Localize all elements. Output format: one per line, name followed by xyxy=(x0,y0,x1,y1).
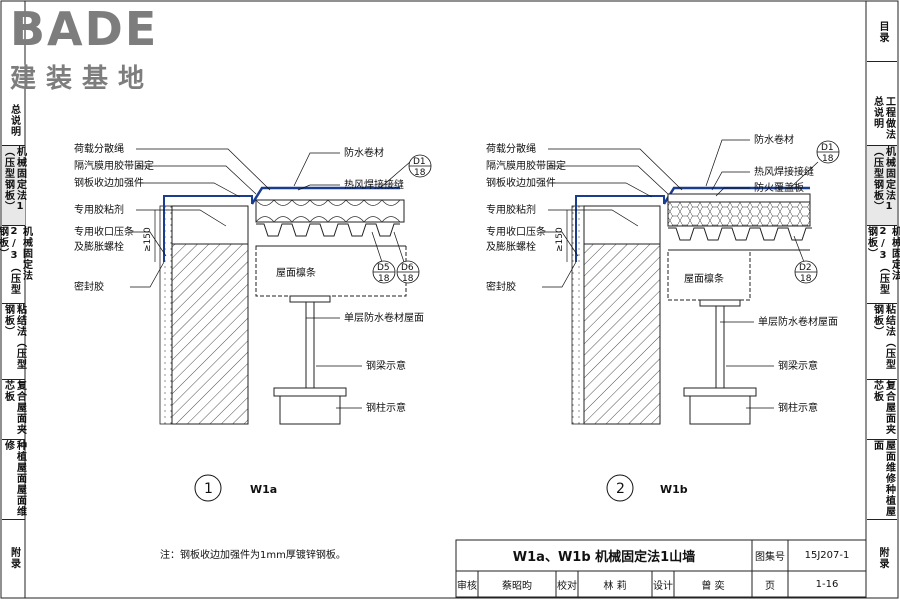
page-label: 页 xyxy=(765,580,775,592)
left-tab-method1[interactable]: 机械固定法1（压型钢板） xyxy=(2,146,26,226)
reviewer-name: 蔡昭昀 xyxy=(502,580,532,592)
d1-ref-d5-bottom: 18 xyxy=(378,274,390,284)
right-tab-method23-label: 机械固定法2/3（压型钢板） xyxy=(865,226,900,295)
d2-sealant-label: 密封胶 xyxy=(486,280,516,293)
right-tab-contents-label: 目录 xyxy=(877,20,888,43)
atlas-label: 图集号 xyxy=(755,552,785,563)
right-tab-summary-label: 工程做法总说明 xyxy=(871,96,895,140)
right-tab-adhesive-label: 粘结法（压型钢板） xyxy=(871,304,895,370)
left-tab-summary[interactable]: 总说明 xyxy=(2,96,25,146)
d1-ref-d1[interactable]: D1 18 xyxy=(408,154,432,178)
d1-steel-column-label: 钢柱示意 xyxy=(366,401,406,414)
d2-dimension-label: ≥150 xyxy=(555,227,565,252)
d2-single-ply-label: 单层防水卷材屋面 xyxy=(758,315,838,328)
left-tab-planting-label: 种植屋面屋面维修 xyxy=(2,440,26,517)
d2-weld-seam-label: 热风焊接接缝 xyxy=(754,165,814,178)
right-tab-sandwich-label: 复合屋面夹芯板 xyxy=(871,380,895,435)
left-tab-summary-label: 总说明 xyxy=(8,104,20,137)
d1-code: W1a xyxy=(250,483,277,496)
d1-ref-d5[interactable]: D5 18 xyxy=(372,260,396,284)
d2-ref-d1-bottom: 18 xyxy=(822,154,834,164)
review-label: 审核 xyxy=(457,580,477,592)
d1-ref-d5-top: D5 xyxy=(377,263,390,273)
right-tab-appendix-label: 附录 xyxy=(877,547,888,569)
d2-press-strip-label: 专用收口压条 xyxy=(486,225,546,238)
right-tab-contents[interactable]: 目录 xyxy=(867,2,897,62)
page-number: 1-16 xyxy=(815,578,839,590)
left-tab-appendix-label: 附录 xyxy=(8,547,20,569)
right-tab-method23[interactable]: 机械固定法2/3（压型钢板） xyxy=(865,226,900,304)
d2-purlin-label: 屋面檩条 xyxy=(684,272,724,285)
d1-ref-d6-bottom: 18 xyxy=(402,274,414,284)
right-tab-summary[interactable]: 工程做法总说明 xyxy=(867,96,897,146)
d1-edge-strip-label: 钢板收边加强件 xyxy=(74,176,144,189)
design-label: 设计 xyxy=(653,580,673,592)
d2-number: 2 xyxy=(616,481,625,497)
right-tab-sandwich[interactable]: 复合屋面夹芯板 xyxy=(867,380,897,440)
d1-sealant-label: 密封胶 xyxy=(74,280,104,293)
left-tab-sandwich-label: 复合屋面夹芯板 xyxy=(2,380,26,435)
d2-ref-d1-top: D1 xyxy=(821,143,834,153)
d2-ref-d2[interactable]: D2 18 xyxy=(794,260,818,284)
right-tab-adhesive[interactable]: 粘结法（压型钢板） xyxy=(867,304,897,380)
d2-membrane-label: 防水卷材 xyxy=(754,133,794,146)
left-tab-method23[interactable]: 机械固定法2/3（压型钢板） xyxy=(0,226,32,304)
right-tab-method1[interactable]: 机械固定法1（压型钢板） xyxy=(867,146,897,226)
d2-load-rope-label: 荷载分散绳 xyxy=(486,142,536,155)
d2-steel-beam-label: 钢梁示意 xyxy=(778,359,818,372)
left-tab-sandwich[interactable]: 复合屋面夹芯板 xyxy=(2,380,26,440)
d1-purlin-label: 屋面檩条 xyxy=(276,266,316,279)
right-tab-appendix[interactable]: 附录 xyxy=(867,520,897,596)
d2-ref-d1[interactable]: D1 18 xyxy=(816,140,840,164)
designer-name: 曾 奕 xyxy=(701,580,725,592)
d2-edge-strip-label: 钢板收边加强件 xyxy=(486,176,556,189)
left-tab-planting[interactable]: 种植屋面屋面维修 xyxy=(2,440,26,520)
left-tab-adhesive-label: 粘结法（压型钢板） xyxy=(2,304,26,370)
d1-ref-d6-top: D6 xyxy=(401,263,414,273)
checker-name: 林 莉 xyxy=(603,580,627,592)
d1-steel-beam-label: 钢梁示意 xyxy=(366,359,406,372)
d1-weld-seam-label: 热风焊接接缝 xyxy=(344,178,404,191)
d2-code: W1b xyxy=(660,483,688,496)
d1-press-strip-label: 专用收口压条 xyxy=(74,225,134,238)
d1-load-rope-label: 荷载分散绳 xyxy=(74,142,124,155)
right-tab-method1-label: 机械固定法1（压型钢板） xyxy=(871,146,895,213)
bade-logo: BADE 建装基地 xyxy=(6,2,176,94)
d1-number: 1 xyxy=(204,481,213,497)
d1-single-ply-label: 单层防水卷材屋面 xyxy=(344,311,424,324)
left-tab-method23-label: 机械固定法2/3（压型钢板） xyxy=(0,226,32,295)
logo-wordmark: BADE xyxy=(10,2,159,56)
drawing-note: 注：钢板收边加强件为1mm厚镀锌钢板。 xyxy=(160,550,346,561)
sheet-title: W1a、W1b 机械固定法1山墙 xyxy=(512,550,696,565)
d2-fire-board-label: 防火覆盖板 xyxy=(754,181,804,194)
d2-ref-d2-top: D2 xyxy=(799,263,812,273)
check-label: 校对 xyxy=(557,580,577,592)
left-tab-method1-label: 机械固定法1（压型钢板） xyxy=(2,146,26,213)
d1-ref-d1-top: D1 xyxy=(413,157,426,167)
d1-ref-d6[interactable]: D6 18 xyxy=(396,260,420,284)
d2-bolt-label: 及膨胀螺栓 xyxy=(486,240,536,253)
d1-membrane-label: 防水卷材 xyxy=(344,146,384,159)
d1-dimension-label: ≥150 xyxy=(143,227,153,252)
detail-2-drawing xyxy=(542,139,819,425)
d2-number-circle xyxy=(606,474,634,502)
right-tab-planting-label: 屋面维修种植屋面 xyxy=(871,440,895,517)
d1-bolt-label: 及膨胀螺栓 xyxy=(74,240,124,253)
logo-chinese: 建装基地 xyxy=(10,64,155,94)
d1-number-circle xyxy=(194,474,222,502)
d1-ref-d1-bottom: 18 xyxy=(414,168,426,178)
d2-adhesive-label: 专用胶粘剂 xyxy=(486,203,536,216)
left-tab-adhesive[interactable]: 粘结法（压型钢板） xyxy=(2,304,26,380)
d2-vapor-tape-label: 隔汽膜用胶带固定 xyxy=(486,159,566,172)
d2-ref-d2-bottom: 18 xyxy=(800,274,812,284)
detail-1-drawing xyxy=(130,148,411,425)
d1-adhesive-label: 专用胶粘剂 xyxy=(74,203,124,216)
d2-steel-column-label: 钢柱示意 xyxy=(778,401,818,414)
atlas-number: 15J207-1 xyxy=(804,550,850,561)
d1-vapor-tape-label: 隔汽膜用胶带固定 xyxy=(74,159,154,172)
left-tab-appendix[interactable]: 附录 xyxy=(2,520,25,596)
right-tab-planting[interactable]: 屋面维修种植屋面 xyxy=(867,440,897,520)
